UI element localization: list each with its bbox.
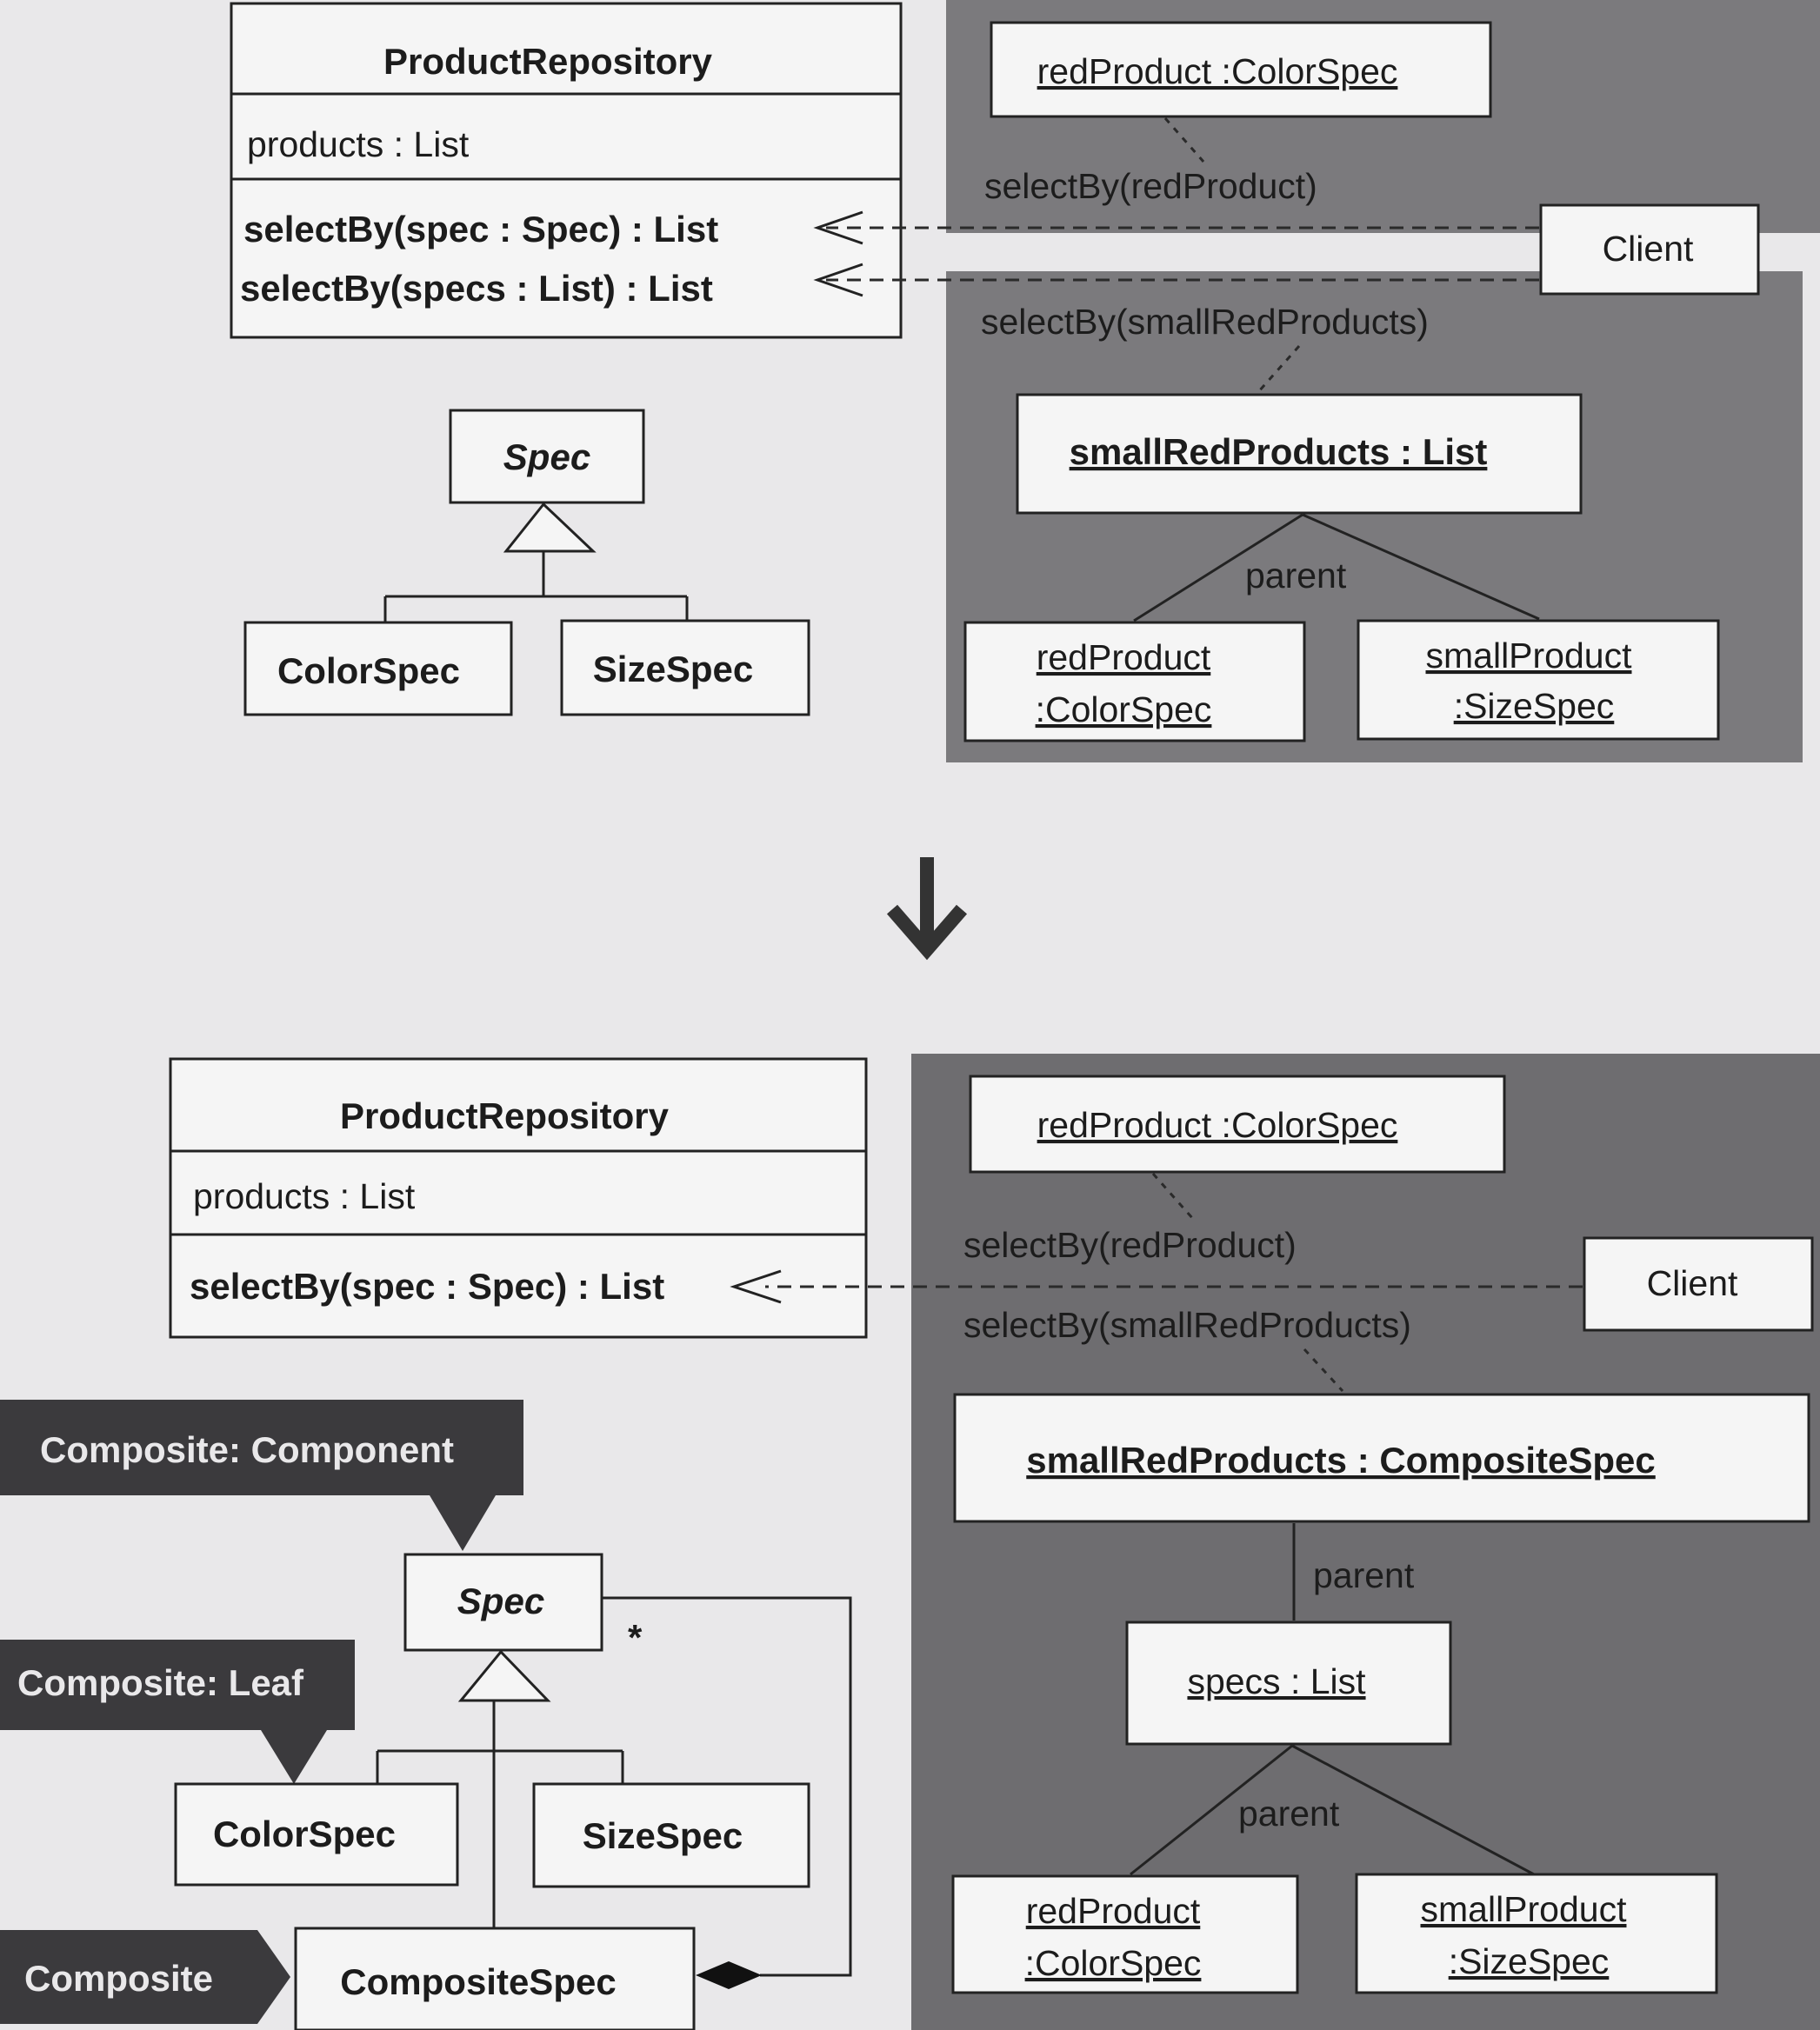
class-name: ProductRepository	[340, 1095, 670, 1136]
client-object: Client	[1647, 1263, 1738, 1303]
svg-text:Composite: Leaf: Composite: Leaf	[17, 1662, 304, 1703]
svg-text:Composite: Component: Composite: Component	[40, 1429, 454, 1470]
generalization-arrow	[457, 1649, 551, 1702]
bottom-collaboration: redProduct :ColorSpec selectBy(redProduc…	[730, 1075, 1814, 1994]
parent-label-1: parent	[1313, 1555, 1415, 1595]
parent-label-2: parent	[1238, 1794, 1340, 1834]
tag-composite: Composite	[0, 1930, 290, 2024]
bottom-product-repository-class: ProductRepository products : List select…	[169, 1057, 868, 1339]
colorspec-class: ColorSpec	[213, 1814, 396, 1854]
spec-class: Spec	[457, 1581, 544, 1621]
spec-class: Spec	[503, 436, 590, 477]
child-small-line1: smallProduct	[1421, 1889, 1628, 1929]
class-operation-1: selectBy(spec : Spec) : List	[243, 209, 718, 250]
multiplicity: *	[628, 1617, 643, 1658]
generalization-arrow	[503, 502, 597, 553]
colorspec-class: ColorSpec	[277, 650, 460, 691]
message-select-list: selectBy(smallRedProducts)	[963, 1305, 1411, 1345]
compositespec-class: CompositeSpec	[340, 1961, 616, 2002]
specs-list-instance: specs : List	[1187, 1661, 1366, 1701]
small-red-products-list: smallRedProducts : List	[1070, 431, 1488, 472]
child-small-line2: :SizeSpec	[1449, 1941, 1610, 1981]
top-spec-hierarchy: Spec ColorSpec SizeSpec	[243, 409, 810, 716]
child-red-line1: redProduct	[1026, 1891, 1201, 1931]
class-attribute: products : List	[247, 124, 470, 164]
bottom-panel	[911, 1054, 1820, 2030]
child-red-line2: :ColorSpec	[1036, 689, 1212, 729]
top-collaboration: redProduct :ColorSpec selectBy(redProduc…	[813, 21, 1760, 742]
child-red-line1: redProduct	[1037, 637, 1211, 677]
child-small-line2: :SizeSpec	[1454, 686, 1615, 726]
child-red-line2: :ColorSpec	[1025, 1943, 1202, 1983]
message-select-list: selectBy(smallRedProducts)	[981, 302, 1429, 342]
class-operation-2: selectBy(specs : List) : List	[240, 268, 713, 309]
child-small-line1: smallProduct	[1426, 636, 1633, 676]
class-operation: selectBy(spec : Spec) : List	[190, 1266, 664, 1307]
client-object: Client	[1603, 229, 1694, 269]
small-red-products-composite: smallRedProducts : CompositeSpec	[1026, 1440, 1656, 1481]
sizespec-class: SizeSpec	[593, 649, 753, 689]
composition-diamond	[696, 1961, 762, 1989]
tag-composite-component: Composite: Component	[0, 1400, 523, 1551]
top-product-repository-class: ProductRepository products : List select…	[230, 2, 903, 339]
message-select-red: selectBy(redProduct)	[984, 166, 1317, 206]
svg-text:Composite: Composite	[24, 1958, 213, 1999]
down-arrow-icon	[886, 857, 968, 961]
sizespec-class: SizeSpec	[583, 1815, 743, 1856]
class-name: ProductRepository	[383, 41, 713, 82]
parent-label: parent	[1245, 556, 1347, 596]
bottom-spec-hierarchy: Spec * ColorSpec SizeSpec CompositeSpec	[174, 1553, 852, 2030]
message-select-red: selectBy(redProduct)	[963, 1225, 1297, 1265]
red-product-instance: redProduct :ColorSpec	[1037, 1105, 1398, 1145]
tag-composite-leaf: Composite: Leaf	[0, 1640, 355, 1784]
red-product-instance: redProduct :ColorSpec	[1037, 51, 1398, 91]
class-attribute: products : List	[193, 1176, 416, 1216]
